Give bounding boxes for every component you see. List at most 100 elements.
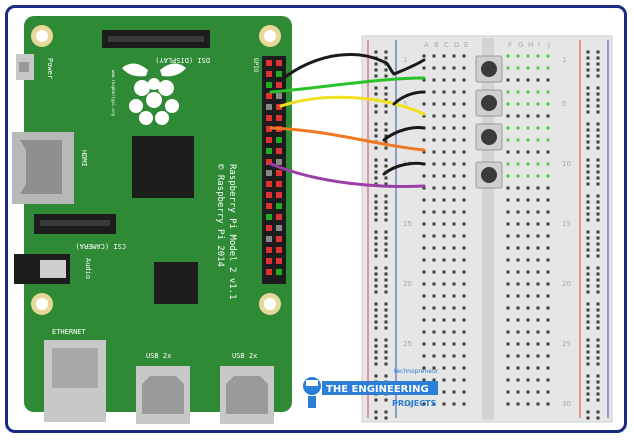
breadboard-hole [546,138,550,142]
breadboard-hole [506,186,510,190]
breadboard-hole [462,306,466,310]
breadboard-hole [442,54,446,58]
breadboard-hole [506,78,510,82]
breadboard-hole [384,248,388,252]
breadboard: A B C D E F G H I J 1 5 10 15 20 25 30 1… [361,35,613,423]
breadboard-hole [586,218,590,222]
breadboard-hole [432,186,436,190]
column-letters: A B C D E F G H I J [424,41,550,49]
hdmi-label: HDMI [80,150,88,167]
breadboard-hole [546,330,550,334]
breadboard-hole [516,306,520,310]
breadboard-hole [374,200,378,204]
breadboard-hole [384,314,388,318]
breadboard-hole [596,140,600,144]
col-letter: G [518,41,523,49]
breadboard-hole [546,150,550,154]
breadboard-hole [596,110,600,114]
breadboard-hole [384,200,388,204]
breadboard-hole [526,342,530,346]
breadboard-hole [452,186,456,190]
wires [269,53,426,188]
gpio-pin [266,214,272,220]
breadboard-hole [596,212,600,216]
breadboard-hole [506,258,510,262]
breadboard-hole [452,330,456,334]
breadboard-hole [596,254,600,258]
breadboard-hole [384,410,388,414]
breadboard-outline [361,35,613,423]
breadboard-hole [596,290,600,294]
breadboard-hole [596,320,600,324]
breadboard-hole [506,138,510,142]
breadboard-hole [596,338,600,342]
breadboard-hole [422,174,426,178]
breadboard-hole [536,222,540,226]
breadboard-hole [374,278,378,282]
breadboard-hole [374,194,378,198]
breadboard-hole [452,270,456,274]
gpio-pin [266,137,272,143]
breadboard-hole [432,198,436,202]
breadboard-hole [422,114,426,118]
breadboard-hole [516,258,520,262]
breadboard-hole [586,236,590,240]
breadboard-hole [586,74,590,78]
breadboard-hole [374,218,378,222]
logo-line1: THE ENGINEERING [326,384,429,395]
usb2-label: USB 2x [232,352,257,360]
breadboard-hole [586,356,590,360]
breadboard-hole [442,258,446,262]
breadboard-hole [442,402,446,406]
breadboard-hole [596,182,600,186]
breadboard-hole [516,198,520,202]
breadboard-hole [516,102,520,106]
breadboard-hole [462,318,466,322]
breadboard-hole [586,56,590,60]
breadboard-hole [462,78,466,82]
breadboard-hole [452,222,456,226]
breadboard-hole [452,318,456,322]
breadboard-hole [526,162,530,166]
breadboard-hole [596,98,600,102]
gpio-pin [266,104,272,110]
breadboard-hole [596,308,600,312]
breadboard-hole [384,218,388,222]
breadboard-hole [442,294,446,298]
breadboard-hole [506,102,510,106]
breadboard-hole [546,186,550,190]
breadboard-hole [546,114,550,118]
col-letter: D [454,41,459,49]
breadboard-hole [374,314,378,318]
gpio-pin [276,93,282,99]
breadboard-hole [596,122,600,126]
breadboard-hole [384,302,388,306]
breadboard-hole [442,366,446,370]
usb2-port-inner [226,376,268,414]
breadboard-hole [546,402,550,406]
breadboard-hole [374,236,378,240]
breadboard-hole [536,66,540,70]
breadboard-hole [452,210,456,214]
breadboard-hole [506,126,510,130]
breadboard-hole [432,150,436,154]
breadboard-hole [526,78,530,82]
breadboard-hole [596,278,600,282]
logo-line2: PROJECTS [392,399,437,408]
gpio-pin [266,82,272,88]
gpio-pin [266,148,272,154]
breadboard-hole [596,314,600,318]
breadboard-hole [586,176,590,180]
breadboard-hole [526,402,530,406]
gpio-pin [276,258,282,264]
breadboard-hole [442,138,446,142]
breadboard-hole [536,90,540,94]
breadboard-hole [516,390,520,394]
breadboard-hole [432,282,436,286]
breadboard-hole [374,242,378,246]
breadboard-hole [384,320,388,324]
breadboard-hole [526,210,530,214]
breadboard-hole [462,330,466,334]
breadboard-hole [586,416,590,420]
breadboard-hole [452,66,456,70]
